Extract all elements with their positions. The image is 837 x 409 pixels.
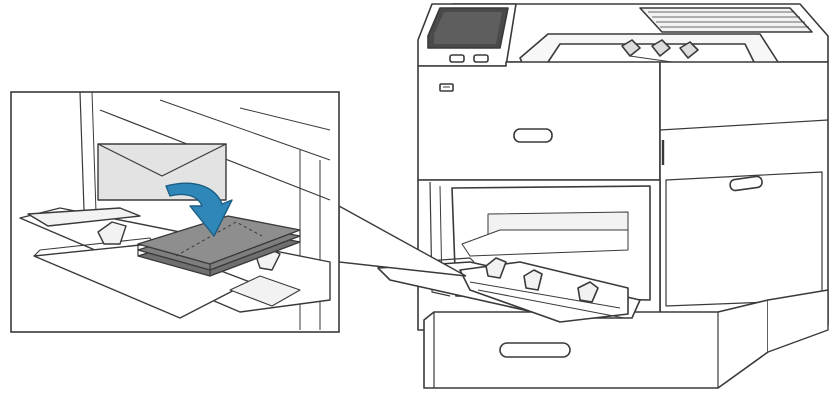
side-door-handle[interactable] bbox=[729, 175, 763, 192]
bypass-tray[interactable] bbox=[377, 257, 641, 323]
paper-guide-left[interactable] bbox=[485, 257, 507, 279]
power-button[interactable] bbox=[473, 54, 489, 63]
detail-inset bbox=[10, 91, 340, 333]
printer bbox=[417, 3, 829, 389]
curved-down-arrow-icon bbox=[165, 182, 233, 237]
bypass-tray-surface[interactable] bbox=[459, 261, 629, 323]
output-paper-stop[interactable] bbox=[651, 39, 671, 57]
printer-upper-front bbox=[417, 61, 661, 181]
paper-guide-right[interactable] bbox=[577, 281, 599, 303]
top-vent bbox=[639, 7, 813, 33]
output-paper-stop[interactable] bbox=[679, 41, 699, 59]
paper-guide-mid[interactable] bbox=[523, 269, 543, 291]
output-paper-stop[interactable] bbox=[621, 39, 641, 57]
inset-paper-guide bbox=[97, 221, 127, 245]
envelope-stack bbox=[137, 215, 301, 277]
paper-tray-handle[interactable] bbox=[499, 342, 571, 358]
home-button[interactable] bbox=[449, 54, 465, 63]
front-door-handle[interactable] bbox=[513, 128, 553, 143]
